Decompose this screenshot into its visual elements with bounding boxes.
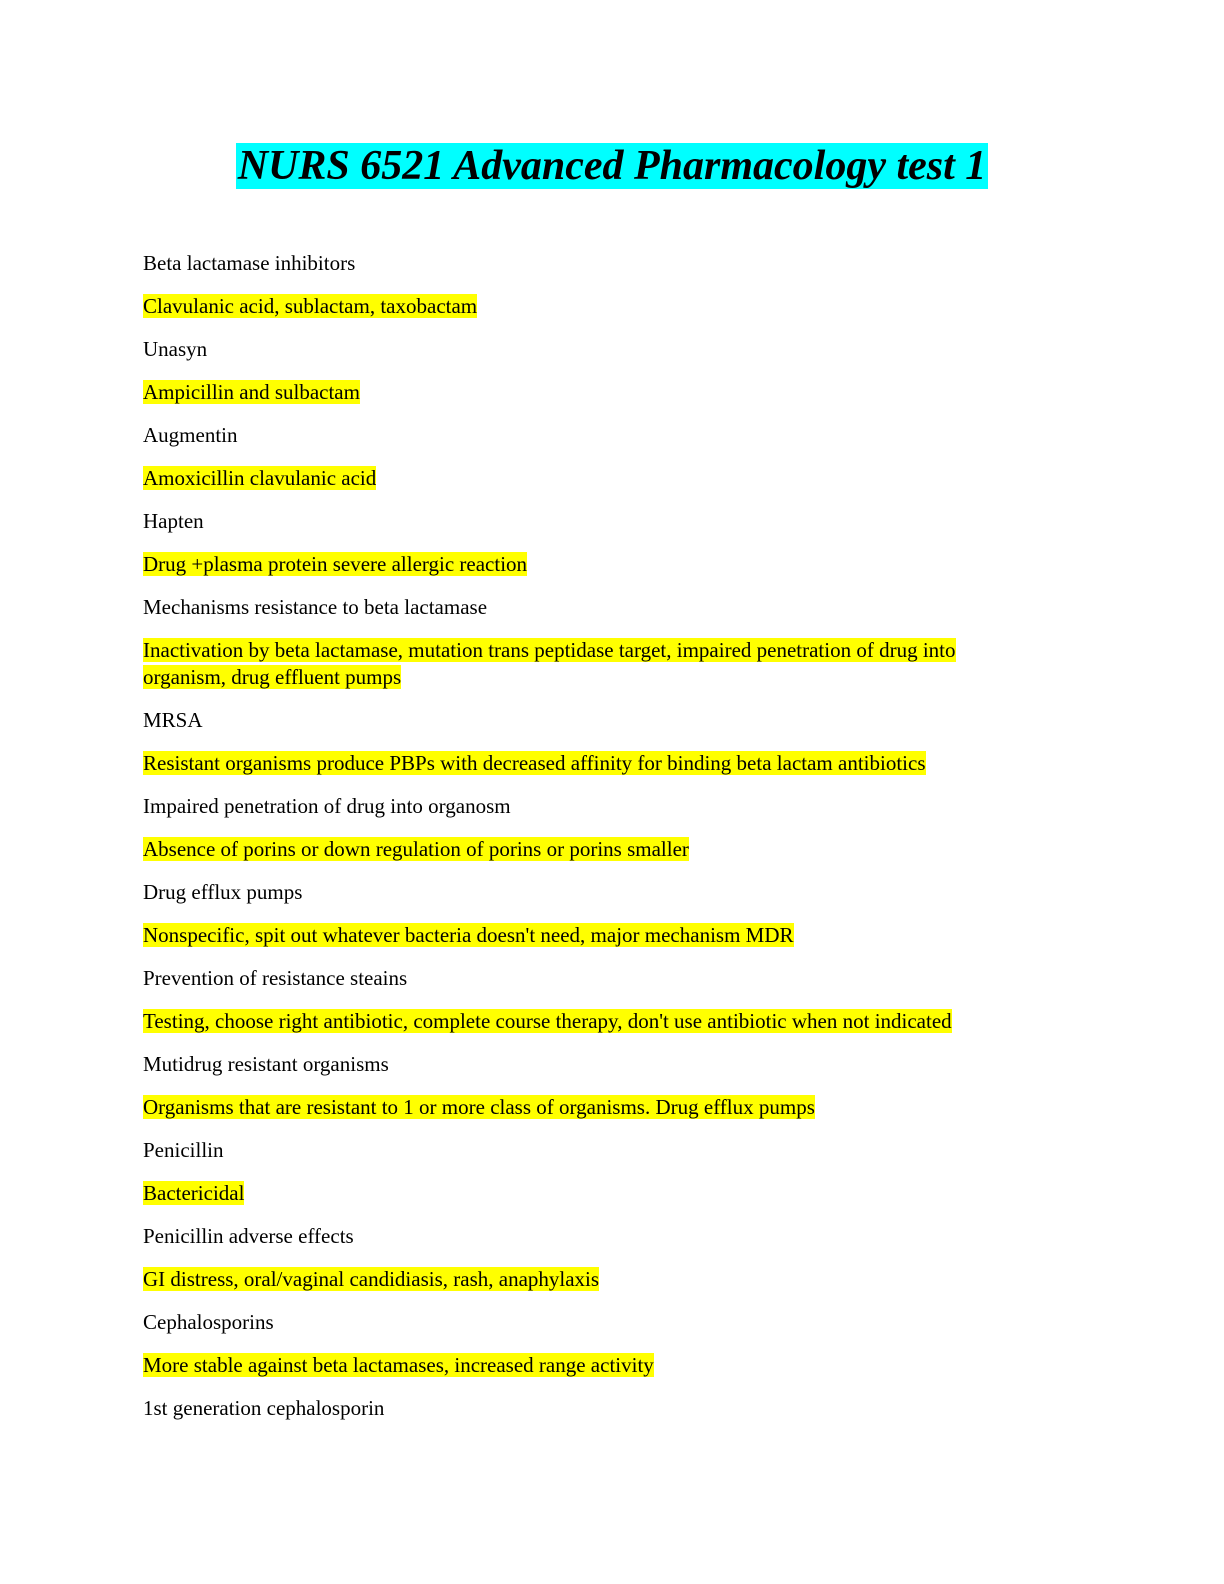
answer-text: More stable against beta lactamases, inc…: [143, 1352, 1003, 1379]
question-text: Mutidrug resistant organisms: [143, 1051, 1003, 1078]
question-label: Mutidrug resistant organisms: [143, 1052, 389, 1076]
answer-text: Drug +plasma protein severe allergic rea…: [143, 551, 1003, 578]
answer-text: Organisms that are resistant to 1 or mor…: [143, 1094, 1003, 1121]
answer-highlight: Bactericidal: [143, 1181, 245, 1205]
answer-highlight: Testing, choose right antibiotic, comple…: [143, 1009, 952, 1033]
answer-highlight: Nonspecific, spit out whatever bacteria …: [143, 923, 794, 947]
answer-highlight: Ampicillin and sulbactam: [143, 380, 360, 404]
answer-text: Clavulanic acid, sublactam, taxobactam: [143, 293, 1003, 320]
question-text: Impaired penetration of drug into organo…: [143, 793, 1003, 820]
question-label: MRSA: [143, 708, 203, 732]
question-label: Beta lactamase inhibitors: [143, 251, 356, 275]
question-text: 1st generation cephalosporin: [143, 1395, 1003, 1422]
answer-highlight: Drug +plasma protein severe allergic rea…: [143, 552, 528, 576]
question-text: Hapten: [143, 508, 1003, 535]
question-label: Hapten: [143, 509, 204, 533]
answer-text: Resistant organisms produce PBPs with de…: [143, 750, 1003, 777]
question-label: Impaired penetration of drug into organo…: [143, 794, 511, 818]
question-label: Mechanisms resistance to beta lactamase: [143, 595, 488, 619]
question-label: Prevention of resistance steains: [143, 966, 408, 990]
question-text: Drug efflux pumps: [143, 879, 1003, 906]
answer-text: GI distress, oral/vaginal candidiasis, r…: [143, 1266, 1003, 1293]
question-label: Cephalosporins: [143, 1310, 274, 1334]
answer-highlight: Absence of porins or down regulation of …: [143, 837, 689, 861]
title-container: NURS 6521 Advanced Pharmacology test 1: [0, 140, 1224, 192]
document-title: NURS 6521 Advanced Pharmacology test 1: [235, 143, 989, 189]
answer-highlight: More stable against beta lactamases, inc…: [143, 1353, 654, 1377]
question-text: Penicillin adverse effects: [143, 1223, 1003, 1250]
question-label: Drug efflux pumps: [143, 880, 303, 904]
question-text: Cephalosporins: [143, 1309, 1003, 1336]
question-label: Unasyn: [143, 337, 208, 361]
answer-text: Amoxicillin clavulanic acid: [143, 465, 1003, 492]
answer-text: Nonspecific, spit out whatever bacteria …: [143, 922, 1003, 949]
answer-text: Absence of porins or down regulation of …: [143, 836, 1003, 863]
answer-highlight: Clavulanic acid, sublactam, taxobactam: [143, 294, 478, 318]
answer-text: Bactericidal: [143, 1180, 1003, 1207]
answer-highlight: Resistant organisms produce PBPs with de…: [143, 751, 926, 775]
question-label: Penicillin: [143, 1138, 224, 1162]
question-text: Augmentin: [143, 422, 1003, 449]
question-label: Augmentin: [143, 423, 238, 447]
question-text: Mechanisms resistance to beta lactamase: [143, 594, 1003, 621]
answer-highlight: GI distress, oral/vaginal candidiasis, r…: [143, 1267, 600, 1291]
answer-highlight: Inactivation by beta lactamase, mutation…: [143, 638, 956, 689]
question-text: Penicillin: [143, 1137, 1003, 1164]
answer-highlight: Amoxicillin clavulanic acid: [143, 466, 377, 490]
question-text: Beta lactamase inhibitors: [143, 250, 1003, 277]
question-text: Unasyn: [143, 336, 1003, 363]
answer-text: Ampicillin and sulbactam: [143, 379, 1003, 406]
answer-highlight: Organisms that are resistant to 1 or mor…: [143, 1095, 815, 1119]
question-label: 1st generation cephalosporin: [143, 1396, 385, 1420]
question-label: Penicillin adverse effects: [143, 1224, 354, 1248]
question-text: MRSA: [143, 707, 1003, 734]
answer-text: Testing, choose right antibiotic, comple…: [143, 1008, 1003, 1035]
question-text: Prevention of resistance steains: [143, 965, 1003, 992]
answer-text: Inactivation by beta lactamase, mutation…: [143, 637, 1003, 691]
